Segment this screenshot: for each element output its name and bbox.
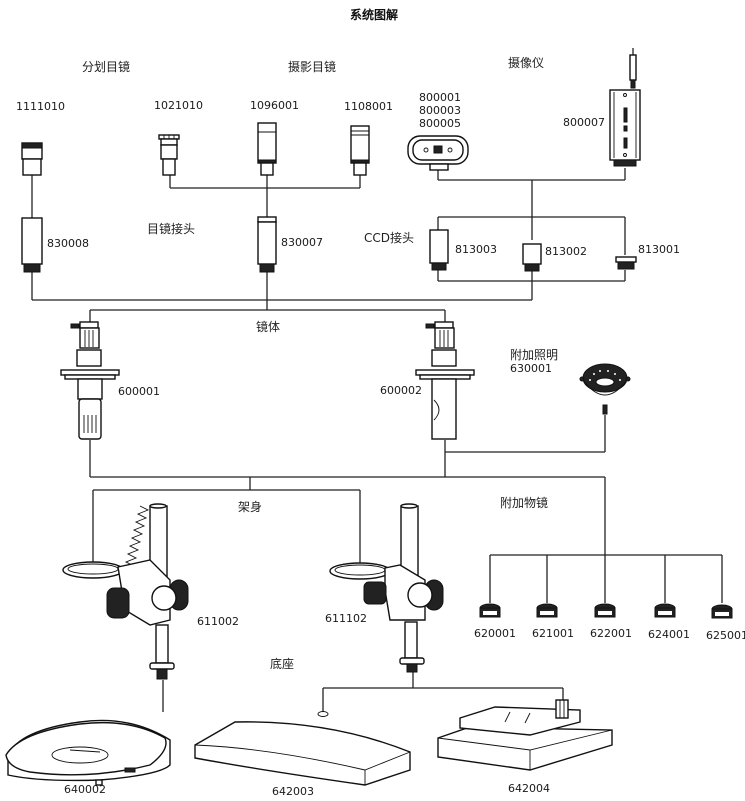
part-label-800001: 800001 (419, 91, 461, 104)
objective-622001[interactable] (594, 603, 616, 618)
part-label-624001: 624001 (648, 628, 690, 641)
category-camera: 摄像仪 (508, 56, 545, 70)
category-stand: 架身 (238, 500, 263, 514)
microscope-body-600001[interactable] (60, 321, 120, 440)
reticle-eyepiece-1111010[interactable] (21, 142, 43, 176)
photo-eyepiece-1021010[interactable] (158, 134, 180, 176)
eyepiece-adapter-830007[interactable] (257, 216, 277, 273)
objective-621001[interactable] (536, 603, 558, 618)
camera-800001[interactable] (407, 135, 469, 171)
category-extra-lighting: 附加照明 (510, 348, 559, 362)
objective-625001[interactable] (711, 604, 733, 619)
ccd-adapter-813003[interactable] (429, 229, 449, 271)
part-label-830008: 830008 (47, 237, 89, 250)
part-label-630001: 630001 (510, 362, 552, 375)
part-label-622001: 622001 (590, 627, 632, 640)
part-label-1111010: 1111010 (16, 100, 65, 113)
category-photo-eyepiece: 摄影目镜 (288, 60, 337, 74)
stand-611002[interactable] (62, 503, 189, 680)
part-label-camera-small: 800001 800003 800005 (419, 91, 461, 130)
part-label-813003: 813003 (455, 243, 497, 256)
base-642004[interactable] (437, 699, 613, 771)
part-label-611102: 611102 (325, 612, 367, 625)
part-label-813002: 813002 (545, 245, 587, 258)
part-label-600002: 600002 (380, 384, 422, 397)
part-label-600001: 600001 (118, 385, 160, 398)
photo-eyepiece-1108001[interactable] (350, 125, 370, 176)
diagram-title: 系统图解 (350, 8, 399, 22)
objectives (479, 603, 733, 619)
part-label-611002: 611002 (197, 615, 239, 628)
part-label-1096001: 1096001 (250, 99, 299, 112)
category-ccd-adapter: CCD接头 (364, 231, 414, 245)
objective-624001[interactable] (654, 603, 676, 618)
part-label-800007: 800007 (563, 116, 605, 129)
category-base: 底座 (270, 657, 295, 671)
part-label-800003: 800003 (419, 104, 461, 117)
part-label-620001: 620001 (474, 627, 516, 640)
part-label-800005: 800005 (419, 117, 461, 130)
ring-light-630001[interactable] (579, 363, 631, 415)
part-label-813001: 813001 (638, 243, 680, 256)
base-640002[interactable] (5, 719, 171, 786)
category-eyepiece-adapter: 目镜接头 (147, 222, 196, 236)
part-label-1108001: 1108001 (344, 100, 393, 113)
camera-800007[interactable] (609, 48, 641, 167)
part-label-621001: 621001 (532, 627, 574, 640)
ccd-adapter-813001[interactable] (615, 256, 637, 270)
eyepiece-adapter-830008[interactable] (21, 217, 43, 273)
part-label-642003: 642003 (272, 785, 314, 798)
photo-eyepiece-1096001[interactable] (257, 122, 277, 176)
category-microscope-body: 镜体 (256, 320, 281, 334)
part-label-625001: 625001 (706, 629, 745, 642)
base-642003[interactable] (194, 711, 411, 786)
part-label-830007: 830007 (281, 236, 323, 249)
stand-611102[interactable] (329, 503, 444, 673)
microscope-body-600002[interactable] (415, 321, 475, 440)
category-extra-objective: 附加物镜 (500, 496, 549, 510)
part-label-642004: 642004 (508, 782, 550, 795)
ccd-adapter-813002[interactable] (522, 243, 542, 272)
part-label-640002: 640002 (64, 783, 106, 796)
category-reticle-eyepiece: 分划目镜 (82, 60, 131, 74)
objective-620001[interactable] (479, 603, 501, 618)
part-label-1021010: 1021010 (154, 99, 203, 112)
